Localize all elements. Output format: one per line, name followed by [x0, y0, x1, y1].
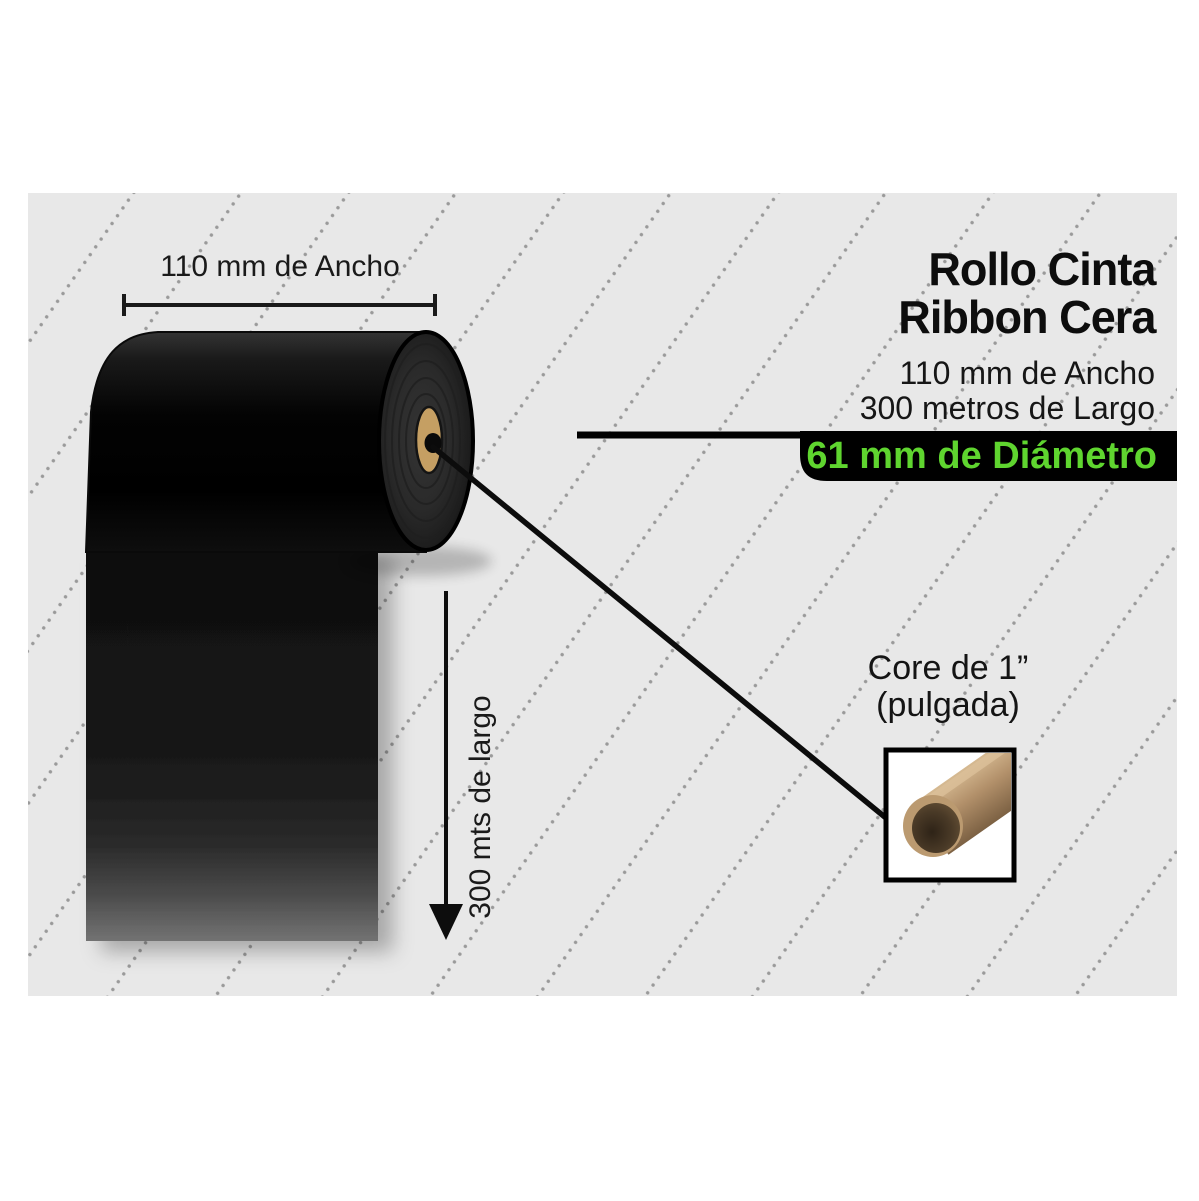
product-specs: 110 mm de Ancho 300 metros de Largo	[860, 356, 1155, 426]
core-callout-label: Core de 1” (pulgada)	[798, 650, 1098, 724]
product-title: Rollo Cinta Ribbon Cera	[897, 243, 1156, 343]
roll-body	[84, 331, 427, 553]
leader-line-core	[430, 444, 889, 821]
core-photo-box	[883, 747, 1017, 883]
ribbon-roll-illustration	[84, 330, 492, 941]
length-dimension-label: 300 mts de largo	[464, 695, 497, 919]
core-tube-photo	[903, 753, 1011, 857]
product-title-line2: Ribbon Cera	[897, 291, 1156, 343]
spec-width: 110 mm de Ancho	[899, 355, 1155, 391]
diameter-badge-label: 61 mm de Diámetro	[806, 435, 1157, 477]
length-arrow	[429, 591, 463, 940]
roll-face-rings	[384, 343, 468, 539]
diameter-badge	[800, 431, 1177, 481]
product-title-line1: Rollo Cinta	[927, 243, 1156, 295]
width-dimension-line	[122, 294, 437, 316]
roll-shadow	[348, 546, 492, 576]
core-callout-line2: (pulgada)	[876, 686, 1020, 724]
spec-length: 300 metros de Largo	[859, 390, 1155, 426]
roll-strip	[86, 545, 378, 941]
core-callout-line1: Core de 1”	[867, 649, 1029, 687]
arrow-down-icon	[429, 904, 463, 940]
width-dimension-label: 110 mm de Ancho	[160, 250, 400, 283]
core-photo-border	[883, 747, 1017, 883]
